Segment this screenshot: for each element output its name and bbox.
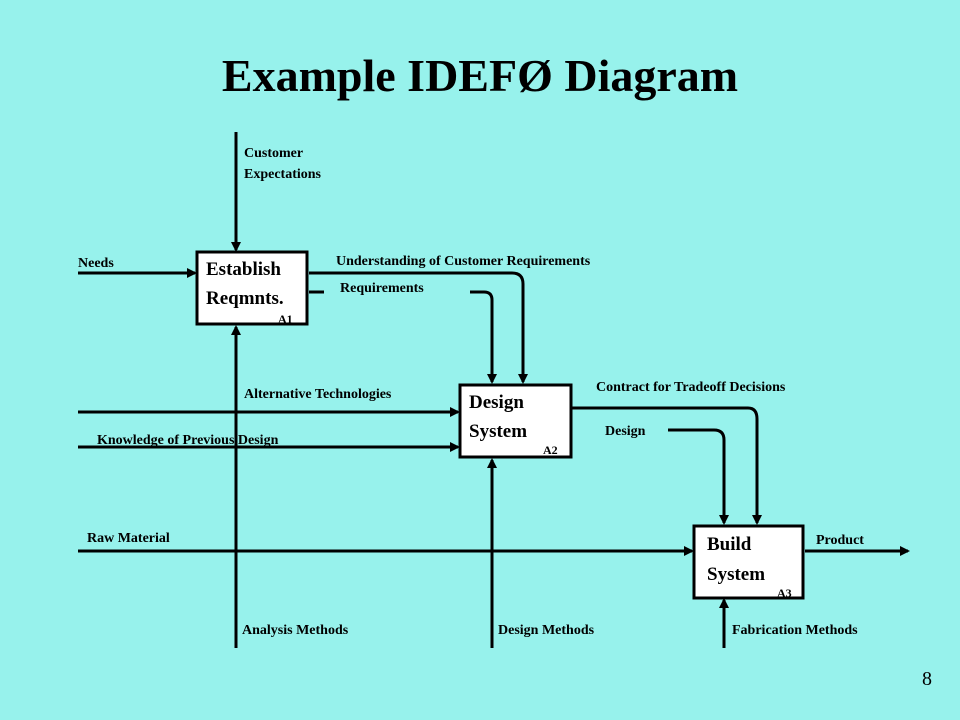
label-analysis-methods: Analysis Methods <box>242 623 349 638</box>
label-expectations: Expectations <box>244 167 322 182</box>
label-knowledge-previous-design: Knowledge of Previous Design <box>97 433 279 448</box>
label-product: Product <box>816 533 864 548</box>
box-a3-frame <box>692 524 805 600</box>
label-contract-tradeoff: Contract for Tradeoff Decisions <box>596 380 786 395</box>
box-a3-id: A3 <box>777 586 792 600</box>
box-a1-line2: Reqmnts. <box>206 288 284 309</box>
box-a3: Build System A3 <box>692 524 805 600</box>
box-a3-line1: Build <box>707 534 752 555</box>
label-customer: Customer <box>244 146 303 161</box>
contract-tradeoff-arrow <box>572 406 762 525</box>
box-a2-id: A2 <box>543 443 558 457</box>
box-a2-frame <box>458 383 573 459</box>
box-a3-line2: System <box>707 564 765 585</box>
label-needs: Needs <box>78 256 114 271</box>
label-requirements: Requirements <box>340 281 424 296</box>
understanding-arrow <box>309 271 528 384</box>
box-a1: Establish Reqmnts. A1 <box>195 250 309 326</box>
box-a1-id: A1 <box>278 312 293 326</box>
label-design-methods: Design Methods <box>498 623 595 638</box>
slide-title: Example IDEFØ Diagram <box>221 50 739 101</box>
label-fabrication-methods: Fabrication Methods <box>732 623 858 638</box>
label-understanding: Understanding of Customer Requirements <box>336 254 591 269</box>
label-raw-material: Raw Material <box>87 531 170 546</box>
page-number: 8 <box>922 668 932 690</box>
label-design: Design <box>605 424 646 439</box>
box-a2-line2: System <box>469 421 527 442</box>
box-a1-line1: Establish <box>206 259 281 280</box>
box-a2: Design System A2 <box>458 383 573 459</box>
requirements-arrow <box>309 290 492 382</box>
label-alternative-technologies: Alternative Technologies <box>244 387 392 402</box>
box-a2-line1: Design <box>469 392 524 413</box>
box-a1-frame <box>195 250 309 326</box>
design-arrow <box>668 428 729 525</box>
